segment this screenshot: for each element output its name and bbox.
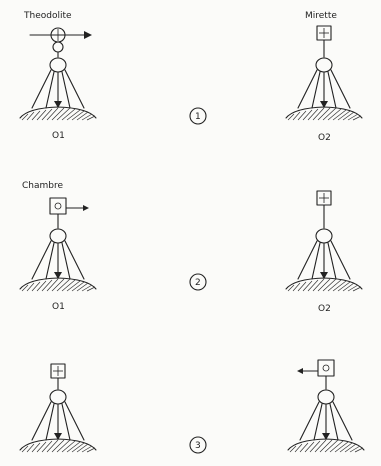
station-label-right: O2 (318, 133, 331, 143)
station-label-left: O1 (52, 131, 65, 141)
tripod-right (286, 229, 362, 291)
row-2: Chambre O1 2 O2 (20, 181, 362, 314)
step-marker-2: 2 (190, 274, 206, 290)
tripod-left (20, 390, 96, 452)
chambre-instrument (50, 198, 89, 228)
mirette-label: Mirette (305, 11, 337, 21)
station-label-left: O1 (52, 302, 65, 312)
row-3: 3 (20, 360, 364, 453)
theodolite-label: Theodolite (23, 11, 72, 21)
svg-text:3: 3 (195, 441, 201, 451)
svg-text:2: 2 (195, 278, 201, 288)
mirette-target (317, 191, 331, 205)
step-marker-3: 3 (190, 437, 206, 453)
tripod-left (20, 229, 96, 291)
tripod-right (288, 390, 364, 452)
row-1: Theodolite O1 1 Mirette O2 (20, 11, 362, 143)
step-marker-1: 1 (190, 108, 206, 124)
station-label-right: O2 (318, 304, 331, 314)
chambre-label: Chambre (22, 181, 63, 191)
chambre-instrument (297, 360, 334, 389)
svg-text:1: 1 (195, 112, 201, 122)
tripod-right (286, 58, 362, 120)
theodolite-instrument (30, 28, 92, 57)
tripod-left (20, 58, 96, 120)
mirette-target (51, 364, 65, 378)
mirette-target (317, 26, 331, 40)
